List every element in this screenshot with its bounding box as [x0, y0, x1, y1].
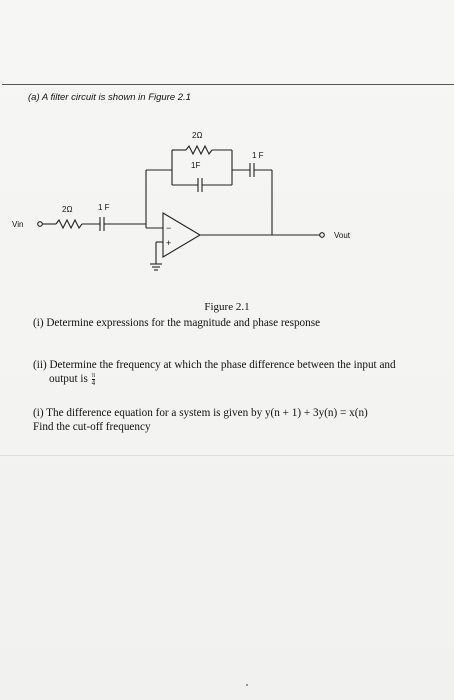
- figure-caption: Figure 2.1: [204, 301, 250, 313]
- feedback-capacitor-inner-label: 1F: [191, 161, 200, 170]
- opamp-minus-sign: −: [166, 223, 171, 233]
- question-ii-frequency: (ii) Determine the frequency at which th…: [33, 358, 443, 387]
- vin-label: Vin: [12, 220, 23, 229]
- fraction-numerator: π: [91, 371, 96, 379]
- input-resistor: [55, 218, 83, 230]
- speck: [246, 684, 248, 686]
- bottom-faint-divider: [0, 455, 454, 456]
- input-capacitor-label: 1 F: [98, 203, 110, 212]
- vout-label: Vout: [334, 231, 351, 240]
- input-resistor-label: 2Ω: [62, 205, 72, 214]
- opamp-triangle: [162, 212, 202, 258]
- feedback-capacitor-outer-label: 1 F: [252, 151, 264, 160]
- question-ii-line-2: output is: [49, 373, 88, 386]
- question-difference-line-2: Find the cut-off frequency: [33, 421, 151, 433]
- question-ii-line-1: (ii) Determine the frequency at which th…: [33, 359, 396, 371]
- question-difference-line-1: (i) The difference equation for a system…: [33, 407, 368, 419]
- feedback-resistor: [185, 144, 213, 156]
- opamp-plus-sign: +: [166, 238, 171, 248]
- question-i-magnitude-phase: (i) Determine expressions for the magnit…: [33, 317, 321, 329]
- question-difference-equation: (i) The difference equation for a system…: [33, 406, 443, 434]
- top-divider: [2, 84, 454, 85]
- vin-terminal: [37, 221, 43, 227]
- vout-terminal: [319, 232, 325, 238]
- filter-circuit-diagram: Vin Vout 2Ω 1 F 2Ω 1F 1 F − +: [12, 131, 351, 271]
- feedback-resistor-label: 2Ω: [192, 131, 202, 140]
- fraction-denominator: 4: [91, 379, 96, 387]
- question-a-heading: (a) A filter circuit is shown in Figure …: [28, 92, 191, 103]
- pi-over-four-fraction: π 4: [91, 371, 96, 387]
